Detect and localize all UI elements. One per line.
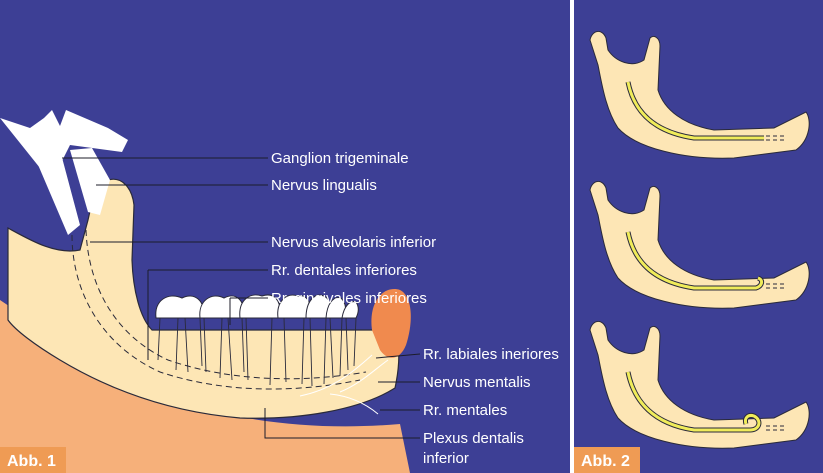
tooth-molar-2 <box>200 296 244 318</box>
figure-2-illustration: Abb. 2 <box>574 0 823 473</box>
figure-1-illustration: Ganglion trigeminale Nervus lingualis Ne… <box>0 0 570 473</box>
label-rr-gingivales-inferiores: Rr. gingivales inferiores <box>271 290 427 307</box>
figure-2-tag: Abb. 2 <box>581 453 630 470</box>
label-rr-dentales-inferiores: Rr. dentales inferiores <box>271 262 417 279</box>
figure-1-panel: Ganglion trigeminale Nervus lingualis Ne… <box>0 0 570 473</box>
label-nervus-mentalis: Nervus mentalis <box>423 374 531 391</box>
label-nervus-alveolaris-inferior: Nervus alveolaris inferior <box>271 234 436 251</box>
tooth-molar-1 <box>156 296 204 318</box>
label-ganglion-trigeminale: Ganglion trigeminale <box>271 150 409 167</box>
label-plexus-dentalis: Plexus dentalis <box>423 430 524 447</box>
label-rr-mentales: Rr. mentales <box>423 402 507 419</box>
figure-1-tag: Abb. 1 <box>7 453 56 470</box>
label-rr-labiales-ineriores: Rr. labiales ineriores <box>423 346 559 363</box>
label-plexus-inferior: inferior <box>423 450 469 467</box>
figure-2-panel: Abb. 2 <box>574 0 823 473</box>
label-nervus-lingualis: Nervus lingualis <box>271 177 377 194</box>
